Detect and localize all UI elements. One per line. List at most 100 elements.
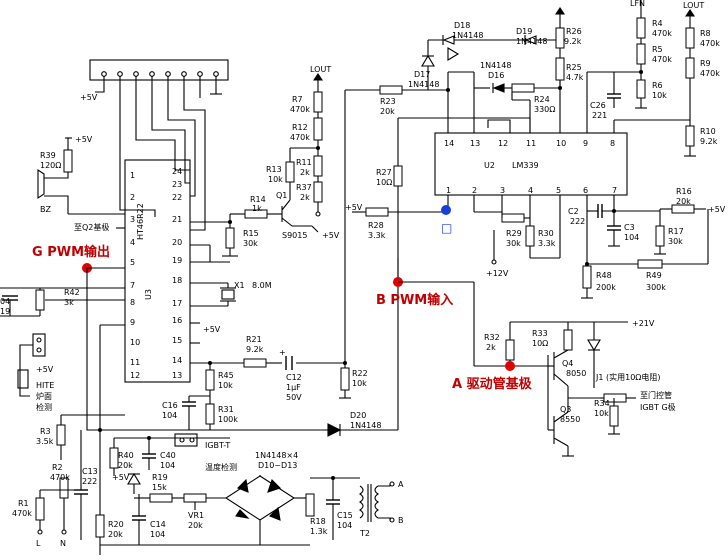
value-d16: 1N4148 [480,61,511,70]
resistor-r16 [671,204,695,214]
label-r24: R24 [534,95,550,104]
value-r3: 3.5k [36,437,54,446]
transistor-q3 [548,411,569,447]
label-c4: 04 [0,297,10,306]
svg-text:24: 24 [172,167,182,176]
resistor-r34 [609,405,619,427]
svg-text:22: 22 [172,193,182,202]
terminal-12v [491,259,497,265]
resistor-r10 [685,125,695,147]
capacitor-c12 [285,356,293,370]
value-r48: 200k [596,283,616,292]
buzzer-bz [37,168,125,215]
label-r21: R21 [246,335,262,344]
label-transformer-b: B [398,516,404,525]
label-r6: R6 [652,81,663,90]
svg-text:5: 5 [556,186,561,195]
label-r26: R26 [566,27,582,36]
value-vr1: 20k [188,521,203,530]
label-r49: R49 [646,271,662,280]
resistor-r37 [313,181,323,203]
label-r10: R10 [700,127,716,136]
value-r32: 2k [486,343,496,352]
svg-text:21: 21 [172,215,182,224]
label-r4: R4 [652,19,663,28]
svg-text:9: 9 [583,139,588,148]
value-r2: 470k [50,473,70,482]
value-r19: 15k [152,483,167,492]
label-r2: R2 [52,463,63,472]
mcu-part-number: HT46R22 [136,203,145,240]
label-r3: R3 [40,427,51,436]
diode-d16 [492,83,512,93]
label-12v: +12V [486,269,509,278]
label-c14: C14 [150,520,166,529]
label-t2: T2 [359,529,370,538]
label-hite-2: 炉面 [36,391,52,401]
label-to-q2: 至Q2基极 [74,222,109,232]
value-c16: 104 [162,411,177,420]
resistor-r6 [636,79,646,99]
label-r48: R48 [596,271,612,280]
resistor-r25 [555,57,565,81]
label-hite-3: 检测 [36,402,52,412]
value-r5: 470k [652,55,672,64]
label-q3: Q3 [560,405,571,414]
label-d18: D18 [454,21,470,30]
transformer-t2 [359,481,395,523]
marker-blue-node [441,205,451,215]
label-5v-bz: +5V [75,135,93,144]
bridge-rectifier [224,475,296,521]
value-d17: 1N4148 [408,80,439,89]
label-a-driver-base: A 驱动管基极 [452,376,533,392]
svg-text:16: 16 [172,316,182,325]
resistor-r1 [35,497,45,521]
capacitor-c16 [182,401,196,407]
value-q3: 8550 [560,415,580,424]
marker-a-driver-base [505,361,515,371]
transistor-q4 [548,349,569,387]
label-b-pwm-input: B PWM输入 [376,292,453,308]
resistor-r3 [56,424,66,446]
svg-text:10: 10 [556,139,566,148]
diode-d20 [327,423,342,437]
svg-text:8: 8 [130,298,135,307]
connector-igbt-t [174,433,198,447]
label-5v-hite: +5V [36,365,54,374]
label-21v: +21V [632,319,655,328]
resistor-r20 [95,514,105,538]
label-l: L [36,539,41,548]
svg-text:10: 10 [130,338,140,347]
label-transformer-a: A [398,480,404,489]
value-r26: 9.2k [564,37,582,46]
label-d17: D17 [414,70,430,79]
label-r9: R9 [700,59,711,68]
svg-text:2: 2 [472,186,477,195]
label-gate-2: IGBT G极 [640,402,676,412]
svg-text:13: 13 [172,371,182,380]
value-c2: 222 [570,217,585,226]
label-g-pwm-output: G PWM输出 [32,244,110,260]
label-lfn: LFN [630,0,645,8]
label-5v-r16: +5V [708,205,726,214]
label-r14: R14 [250,195,266,204]
svg-text:12: 12 [498,139,508,148]
label-c15: C15 [337,511,353,520]
label-c26: C26 [590,101,606,110]
crystal-x1 [190,282,236,307]
value-r27: 10Ω [376,178,392,187]
svg-text:15: 15 [172,336,182,345]
label-bz: BZ [40,205,51,214]
value-c13: 222 [82,477,97,486]
diode-d19 [524,35,537,45]
label-hite: HITE [36,381,54,390]
label-d19: D19 [516,27,532,36]
value-r8: 470k [700,39,720,48]
resistor-r17 [655,225,665,247]
label-r1: R1 [18,499,29,508]
label-r33: R33 [532,329,548,338]
resistor-r13 [285,161,295,183]
resistor-r49 [637,259,663,269]
value-c12: 1μF [286,383,301,392]
connector-cn [89,59,229,81]
